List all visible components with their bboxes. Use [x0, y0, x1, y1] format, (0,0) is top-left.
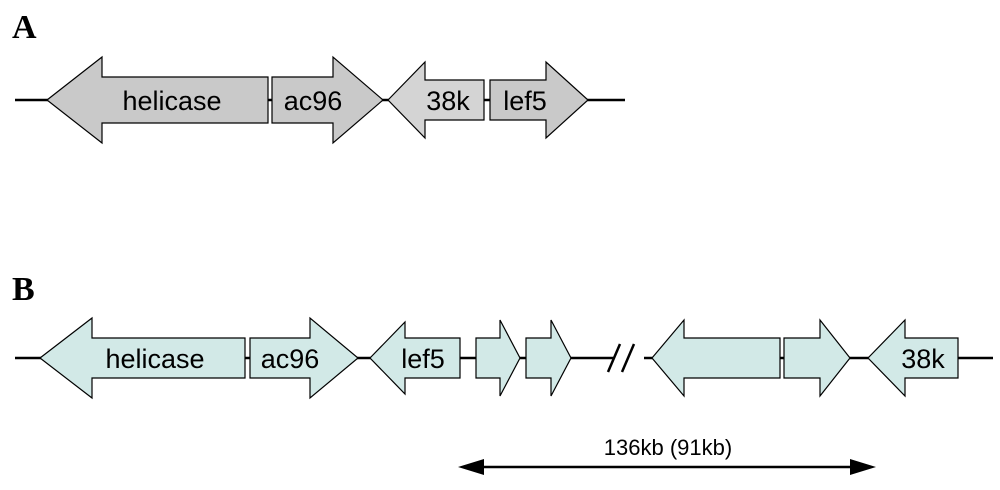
panel-b-gene-label-38k: 38k: [901, 344, 945, 374]
distance-arrowhead-right: [850, 459, 876, 475]
panel-a-gene-38k: [387, 60, 485, 140]
panel-b-gene-unlabeled-4: [783, 318, 851, 398]
break-slash-1: [606, 343, 622, 373]
panel-a-gene-ac96: [271, 55, 384, 145]
panel-b-track: helicase ac96 lef5 38k: [15, 316, 993, 400]
break-slash-2: [620, 343, 636, 373]
panel-a-gene-label-helicase: helicase: [122, 86, 221, 116]
panel-b-gene-helicase: [39, 316, 246, 400]
panel-a-gene-label-lef5: lef5: [503, 86, 547, 116]
panel-b-gene-unlabeled-2: [525, 319, 572, 397]
panel-b-gene-38k: [867, 318, 959, 398]
panel-a-gene-helicase: [46, 55, 269, 145]
panel-a-gene-label-ac96: ac96: [284, 86, 343, 116]
panel-b-gene-unlabeled-3: [651, 318, 781, 398]
panel-a-gene-lef5: [489, 60, 589, 140]
distance-indicator: 136kb (91kb): [458, 435, 876, 475]
panel-b-label: B: [12, 271, 35, 308]
panel-b-gene-unlabeled-1: [475, 319, 521, 397]
panel-b-gene-label-lef5: lef5: [401, 344, 445, 374]
panel-b-gene-label-helicase: helicase: [105, 344, 204, 374]
panel-b-gene-ac96: [249, 316, 359, 400]
panel-a-track: helicase ac96 38k lef5: [15, 55, 625, 145]
panel-b-gene-lef5: [369, 320, 461, 396]
distance-label: 136kb (91kb): [604, 435, 732, 460]
panel-b-gene-label-ac96: ac96: [261, 344, 320, 374]
panel-b-break-symbol: [606, 343, 636, 373]
panel-a-gene-label-38k: 38k: [426, 86, 470, 116]
distance-arrowhead-left: [458, 459, 484, 475]
panel-a-label: A: [12, 9, 37, 46]
